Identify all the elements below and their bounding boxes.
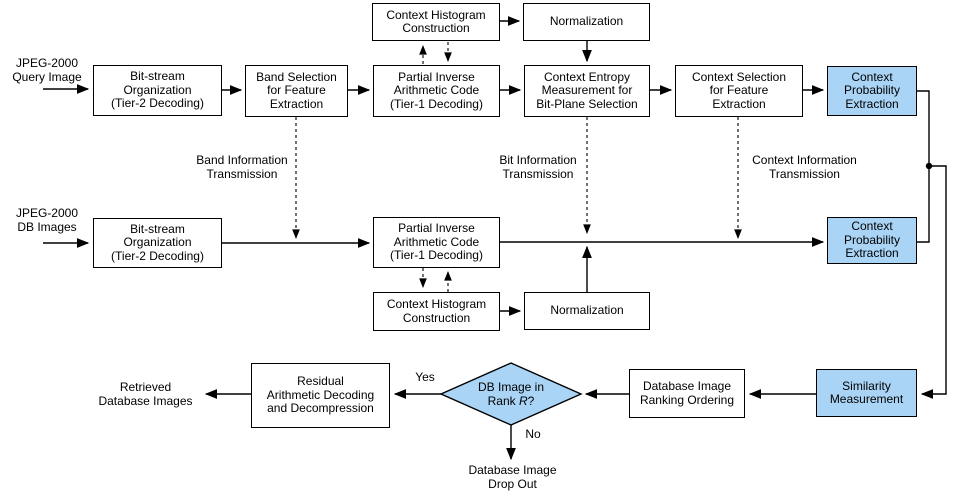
box-context-probability-top: Context Probability Extraction xyxy=(827,66,917,116)
box-context-histogram-top: Context Histogram Construction xyxy=(372,3,500,41)
decision-diamond-label: DB Image in Rank R? xyxy=(451,366,571,422)
box-database-ranking: Database Image Ranking Ordering xyxy=(629,369,745,418)
box-normalization-top: Normalization xyxy=(523,3,650,41)
box-context-selection: Context Selection for Feature Extraction xyxy=(675,65,803,117)
label-query-input: JPEG-2000 Query Image xyxy=(12,56,82,84)
label-band-information: Band Information Transmission xyxy=(196,153,288,181)
box-band-selection: Band Selection for Feature Extraction xyxy=(245,65,348,117)
decision-diamond xyxy=(439,362,583,426)
decision-line2: Rank R? xyxy=(487,394,535,408)
box-context-entropy: Context Entropy Measurement for Bit-Plan… xyxy=(524,65,650,117)
label-no: No xyxy=(525,427,541,441)
box-bitstream-organization-db: Bit-stream Organization (Tier-2 Decoding… xyxy=(93,218,222,268)
box-context-histogram-bottom: Context Histogram Construction xyxy=(373,292,500,331)
box-bitstream-organization-query: Bit-stream Organization (Tier-2 Decoding… xyxy=(93,65,222,116)
decision-line1: DB Image in xyxy=(477,380,545,394)
label-db-input: JPEG-2000 DB Images xyxy=(15,206,79,234)
box-partial-inverse-top: Partial Inverse Arithmetic Code (Tier-1 … xyxy=(373,65,500,117)
line-ctxprobtop-to-junction xyxy=(917,90,930,163)
label-bit-information: Bit Information Transmission xyxy=(499,153,577,181)
label-database-drop-out: Database Image Drop Out xyxy=(468,463,557,491)
rank-variable: R xyxy=(519,394,528,408)
box-context-probability-bottom: Context Probability Extraction xyxy=(827,217,917,264)
label-context-information: Context Information Transmission xyxy=(752,153,857,181)
box-normalization-bottom: Normalization xyxy=(524,292,650,330)
box-similarity-measurement: Similarity Measurement xyxy=(816,369,917,417)
box-partial-inverse-bottom: Partial Inverse Arithmetic Code (Tier-1 … xyxy=(373,217,500,268)
line-junction-to-similarity xyxy=(920,165,947,399)
label-retrieved-images: Retrieved Database Images xyxy=(98,380,193,408)
line-ctxprobbot-to-junction xyxy=(917,169,930,243)
box-residual-decoding: Residual Arithmetic Decoding and Decompr… xyxy=(251,363,390,428)
label-yes: Yes xyxy=(415,370,435,384)
